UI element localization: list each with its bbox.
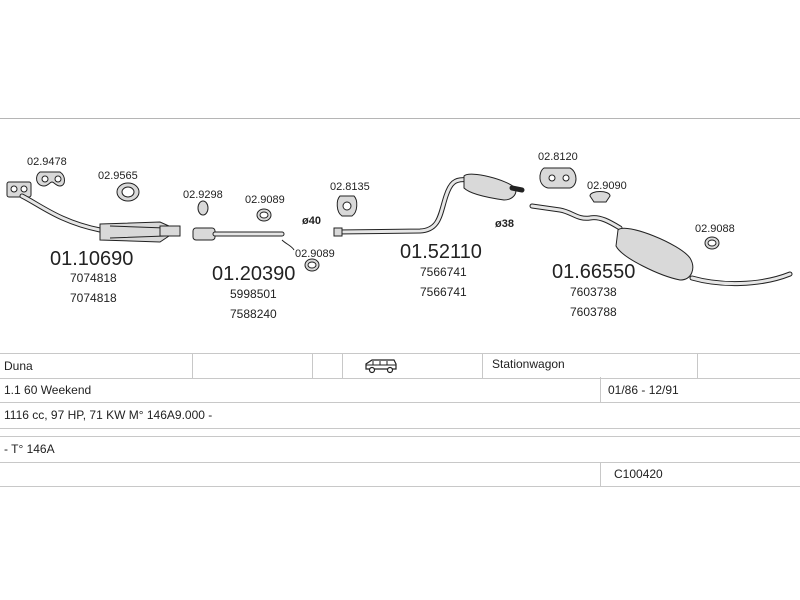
oe-reference: 5998501: [230, 287, 277, 301]
oe-reference: 7603738: [570, 285, 617, 299]
oe-reference: 7074818: [70, 271, 117, 285]
table-row: Duna Stationwagon: [0, 353, 800, 379]
part-number-small: 02.9090: [587, 180, 627, 192]
top-divider: [0, 118, 800, 119]
table-row: 1116 cc, 97 HP, 71 KW M° 146A9.000 -: [0, 402, 800, 429]
mounting-rubber-icon: [539, 167, 577, 189]
table-row: 1.1 60 Weekend 01/86 - 12/91: [0, 377, 800, 403]
table-row: [0, 428, 800, 437]
flange-hole: [10, 185, 18, 193]
part-code: 01.52110: [400, 241, 482, 263]
part-code: 01.20390: [212, 263, 295, 285]
table-row: C100420: [0, 462, 800, 487]
pipe-end: [159, 225, 181, 237]
clamp-icon: [197, 200, 209, 216]
pipe-diameter: ø40: [302, 215, 321, 227]
part-number-small: 02.9565: [98, 170, 138, 182]
station-wagon-icon: [365, 359, 397, 374]
body-icon-cell: [342, 354, 482, 378]
oe-reference: 7603788: [570, 305, 617, 319]
engine-cell: 1116 cc, 97 HP, 71 KW M° 146A9.000 -: [4, 408, 213, 422]
part-number-small: 02.8135: [330, 181, 370, 193]
rear-silencer-section: 02.8120 02.9090 02.9088 01.66550 7603738…: [529, 151, 793, 319]
part-code: 01.66550: [552, 261, 635, 283]
part-number-small: 02.9088: [695, 223, 735, 235]
centre-silencer: [463, 173, 517, 201]
make-cell: Duna: [4, 359, 33, 373]
oe-reference: 7566741: [420, 285, 467, 299]
years-cell: 01/86 - 12/91: [608, 382, 679, 397]
part-number-small: 02.9478: [27, 156, 67, 168]
oe-reference: 7074818: [70, 291, 117, 305]
catalog-code-cell: C100420: [614, 467, 663, 481]
oe-reference: 7588240: [230, 307, 277, 321]
gasket-icon: [36, 171, 65, 187]
centre-silencer-section: 02.8135 01.52110 7566741 7566741 ø38: [330, 173, 525, 299]
clamp-icon: [589, 191, 611, 203]
part-number-small: 02.8120: [538, 151, 578, 163]
body-type-cell: Stationwagon: [492, 357, 565, 371]
model-cell: 1.1 60 Weekend: [4, 382, 92, 397]
exhaust-system-diagram: 02.9478 02.9565 01.10690 7074818 7074818…: [6, 151, 793, 321]
pipe-diameter: ø38: [495, 218, 514, 230]
front-pipe-section: 02.9478 02.9565 01.10690 7074818 7074818: [6, 156, 181, 305]
flange-hole: [20, 185, 28, 193]
engine-type-cell: - T° 146A: [4, 442, 55, 456]
table-row: - T° 146A: [0, 436, 800, 463]
intermediate-pipe-section: 02.9298 02.9089 02.9089 01.20390 5998501…: [183, 189, 335, 321]
part-number-small: 02.9298: [183, 189, 223, 201]
connector-sleeve: [192, 227, 216, 241]
part-number-small: 02.9089: [295, 248, 335, 260]
part-code: 01.10690: [50, 248, 133, 270]
rear-silencer: [615, 227, 694, 281]
oe-reference: 7566741: [420, 265, 467, 279]
part-number-small: 02.9089: [245, 194, 285, 206]
